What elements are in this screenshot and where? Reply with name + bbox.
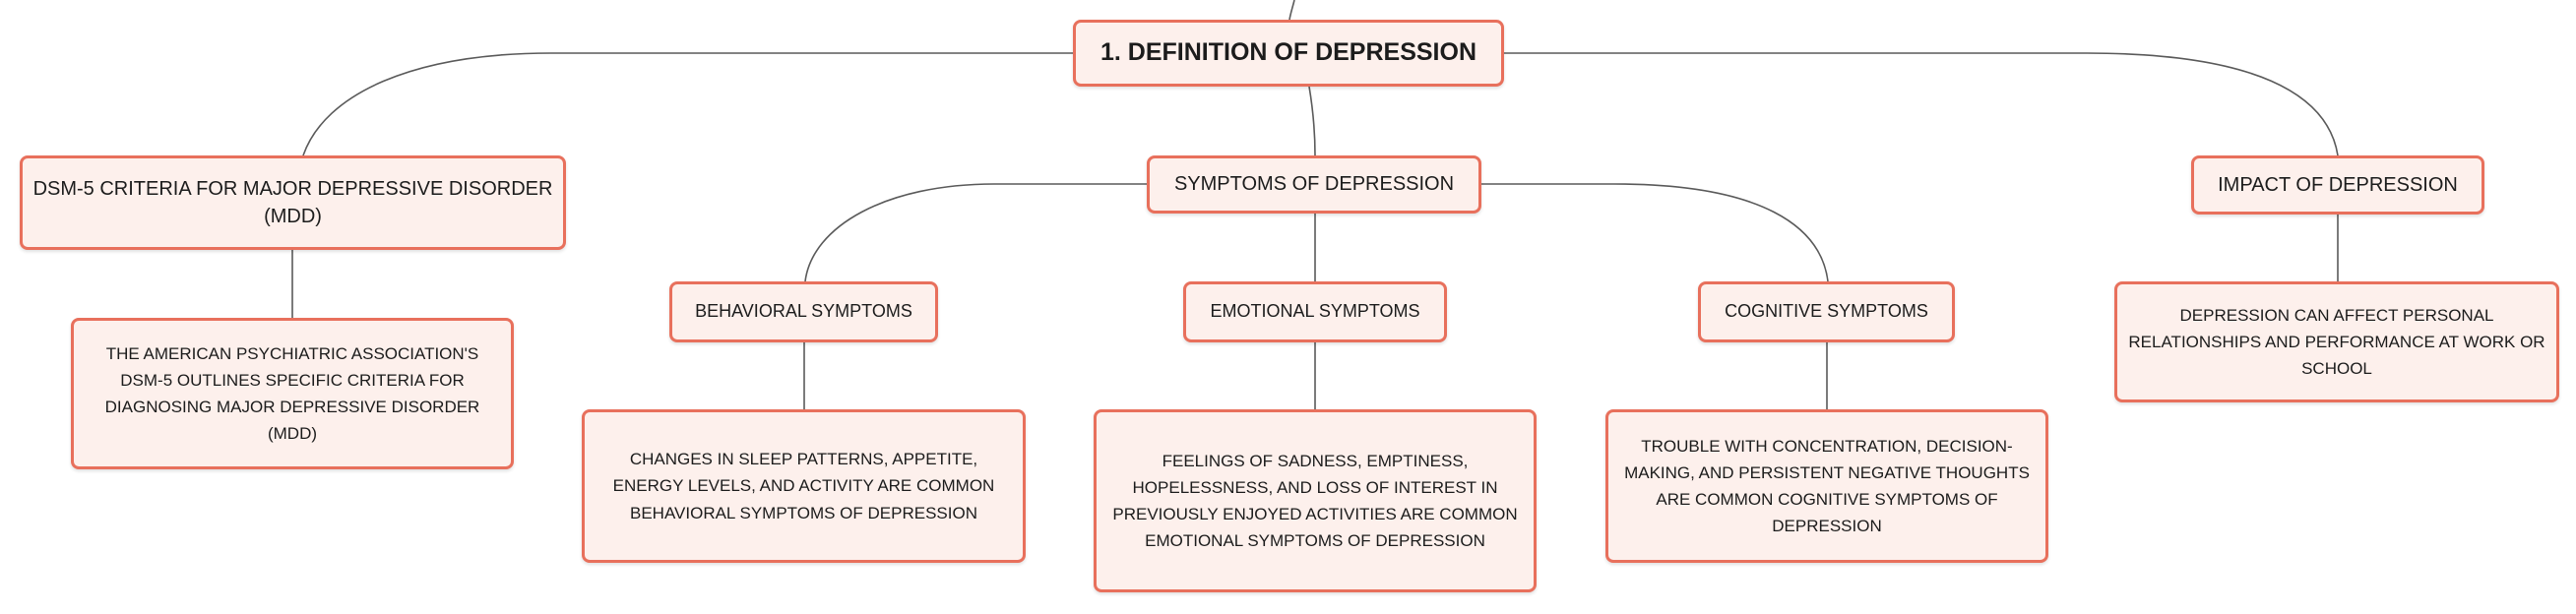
- dsm-criteria-node[interactable]: DSM-5 CRITERIA FOR MAJOR DEPRESSIVE DISO…: [20, 155, 566, 250]
- behavioral-symptoms-node[interactable]: BEHAVIORAL SYMPTOMS: [669, 281, 938, 342]
- connector-symptoms-behavioral: [804, 183, 1147, 282]
- connector-root-dsm: [302, 52, 1073, 156]
- symptoms-label: SYMPTOMS OF DEPRESSION: [1173, 173, 1455, 196]
- impact-label: IMPACT OF DEPRESSION: [2218, 173, 2458, 196]
- cognitive-symptoms-detail-node[interactable]: TROUBLE WITH CONCENTRATION, DECISION-MAK…: [1605, 409, 2048, 563]
- connector-root-symptoms: [1308, 86, 1316, 156]
- emotional-symptoms-node[interactable]: EMOTIONAL SYMPTOMS: [1183, 281, 1447, 342]
- dsm-criteria-label: DSM-5 CRITERIA FOR MAJOR DEPRESSIVE DISO…: [32, 177, 553, 227]
- behavioral-symptoms-detail-text: CHANGES IN SLEEP PATTERNS, APPETITE, ENE…: [612, 450, 995, 522]
- connector-root-incoming: [1288, 0, 1295, 21]
- impact-detail-node[interactable]: DEPRESSION CAN AFFECT PERSONAL RELATIONS…: [2114, 281, 2559, 402]
- emotional-symptoms-detail-node[interactable]: FEELINGS OF SADNESS, EMPTINESS, HOPELESS…: [1094, 409, 1537, 592]
- root-node[interactable]: 1. DEFINITION OF DEPRESSION: [1073, 20, 1504, 87]
- connector-root-impact: [1504, 52, 2339, 156]
- emotional-symptoms-detail-text: FEELINGS OF SADNESS, EMPTINESS, HOPELESS…: [1112, 451, 1518, 551]
- cognitive-symptoms-detail-text: TROUBLE WITH CONCENTRATION, DECISION-MAK…: [1624, 436, 2030, 536]
- behavioral-symptoms-detail-node[interactable]: CHANGES IN SLEEP PATTERNS, APPETITE, ENE…: [582, 409, 1026, 563]
- connector-symptoms-cognitive: [1481, 183, 1829, 282]
- symptoms-node[interactable]: SYMPTOMS OF DEPRESSION: [1147, 155, 1481, 214]
- dsm-criteria-detail-node[interactable]: THE AMERICAN PSYCHIATRIC ASSOCIATION'S D…: [71, 318, 514, 469]
- cognitive-symptoms-label: COGNITIVE SYMPTOMS: [1725, 301, 1928, 322]
- emotional-symptoms-label: EMOTIONAL SYMPTOMS: [1210, 301, 1420, 322]
- impact-detail-text: DEPRESSION CAN AFFECT PERSONAL RELATIONS…: [2128, 305, 2545, 379]
- root-label: 1. DEFINITION OF DEPRESSION: [1100, 38, 1476, 67]
- dsm-criteria-detail-text: THE AMERICAN PSYCHIATRIC ASSOCIATION'S D…: [104, 343, 480, 444]
- behavioral-symptoms-label: BEHAVIORAL SYMPTOMS: [695, 301, 912, 322]
- cognitive-symptoms-node[interactable]: COGNITIVE SYMPTOMS: [1698, 281, 1955, 342]
- impact-node[interactable]: IMPACT OF DEPRESSION: [2191, 155, 2484, 215]
